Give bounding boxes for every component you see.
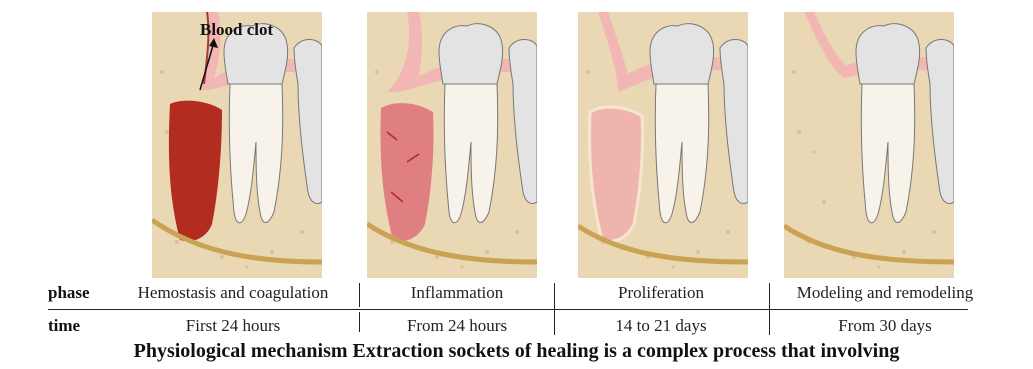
- time-row-label: time: [48, 316, 80, 336]
- time-hemostasis: First 24 hours: [108, 316, 358, 336]
- stage-illustration-hemostasis: [152, 12, 322, 278]
- blood-clot-label: Blood clot: [200, 20, 273, 40]
- time-proliferation: 14 to 21 days: [556, 316, 766, 336]
- time-inflammation: From 24 hours: [362, 316, 552, 336]
- time-separator: [359, 312, 360, 332]
- timeline-divider: [48, 309, 968, 310]
- phase-row-label: phase: [48, 283, 90, 303]
- phase-separator: [359, 283, 360, 307]
- phase-proliferation: Proliferation: [556, 283, 766, 303]
- stage-illustration-proliferation: [578, 12, 748, 278]
- phase-remodeling: Modeling and remodeling: [770, 283, 1000, 303]
- phase-inflammation: Inflammation: [362, 283, 552, 303]
- blood-clot-pointer: [190, 38, 230, 98]
- stage-illustration-inflammation: [367, 12, 537, 278]
- stage-illustration-remodeling: [784, 12, 954, 278]
- figure-caption: Physiological mechanism Extraction socke…: [0, 340, 1033, 363]
- phase-hemostasis: Hemostasis and coagulation: [108, 283, 358, 303]
- stage-separator: [554, 283, 555, 335]
- time-remodeling: From 30 days: [770, 316, 1000, 336]
